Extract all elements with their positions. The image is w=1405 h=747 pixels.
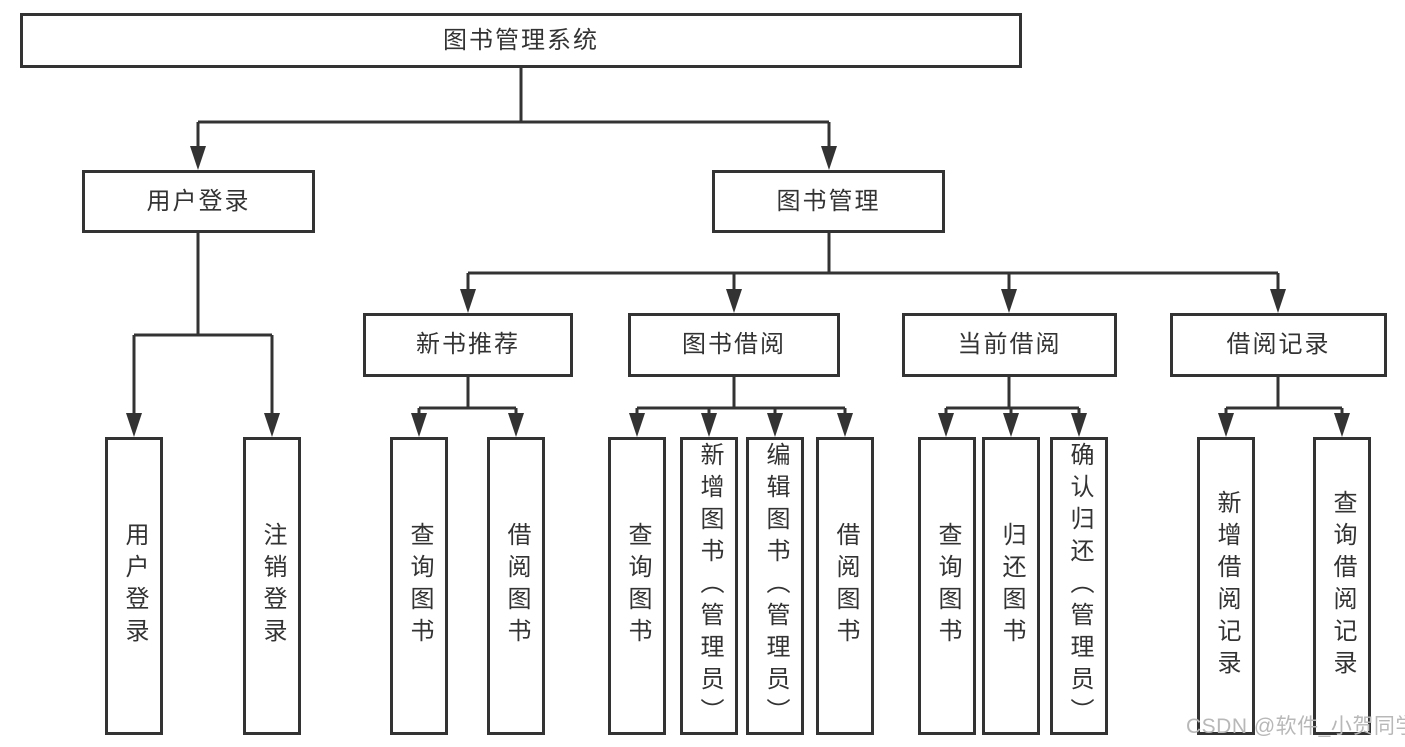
arrowhead [938, 413, 954, 437]
arrowhead [1218, 413, 1234, 437]
arrowhead [1270, 289, 1286, 313]
arrowhead [629, 413, 645, 437]
leaf-query-borrow-record: 查询借阅记录 [1313, 437, 1371, 735]
arrowhead [837, 413, 853, 437]
arrowhead [821, 146, 837, 170]
connector-path [132, 68, 1344, 417]
leaf-add-books-admin: 新增图书（管理员） [680, 437, 738, 735]
csdn-watermark: CSDN @软件_小贺同学 [1186, 715, 1405, 738]
leaf-borrow-books-1: 借阅图书 [487, 437, 545, 735]
leaf-borrow-books-2: 借阅图书 [816, 437, 874, 735]
arrowhead [726, 289, 742, 313]
arrowhead [767, 413, 783, 437]
node-user-login: 用户登录 [82, 170, 315, 233]
leaf-edit-books-admin: 编辑图书（管理员） [746, 437, 804, 735]
arrowhead [190, 146, 206, 170]
node-new-book-recommendation: 新书推荐 [363, 313, 573, 377]
leaf-logout: 注销登录 [243, 437, 301, 735]
leaf-query-books-1: 查询图书 [390, 437, 448, 735]
node-book-borrowing: 图书借阅 [628, 313, 840, 377]
node-borrowing-records: 借阅记录 [1170, 313, 1387, 377]
leaf-return-books: 归还图书 [982, 437, 1040, 735]
arrowhead [701, 413, 717, 437]
arrowhead [126, 413, 142, 437]
arrowhead [508, 413, 524, 437]
node-book-management: 图书管理 [712, 170, 945, 233]
arrowhead [1334, 413, 1350, 437]
leaf-confirm-return-admin: 确认归还（管理员） [1050, 437, 1108, 735]
arrowhead [264, 413, 280, 437]
leaf-add-borrow-record: 新增借阅记录 [1197, 437, 1255, 735]
leaf-query-books-3: 查询图书 [918, 437, 976, 735]
leaf-query-books-2: 查询图书 [608, 437, 666, 735]
arrowhead [411, 413, 427, 437]
arrowhead [460, 289, 476, 313]
arrowhead [1001, 289, 1017, 313]
node-current-borrowing: 当前借阅 [902, 313, 1117, 377]
node-library-management-system: 图书管理系统 [20, 13, 1022, 68]
arrowhead [1003, 413, 1019, 437]
arrowhead [1071, 413, 1087, 437]
leaf-user-login: 用户登录 [105, 437, 163, 735]
